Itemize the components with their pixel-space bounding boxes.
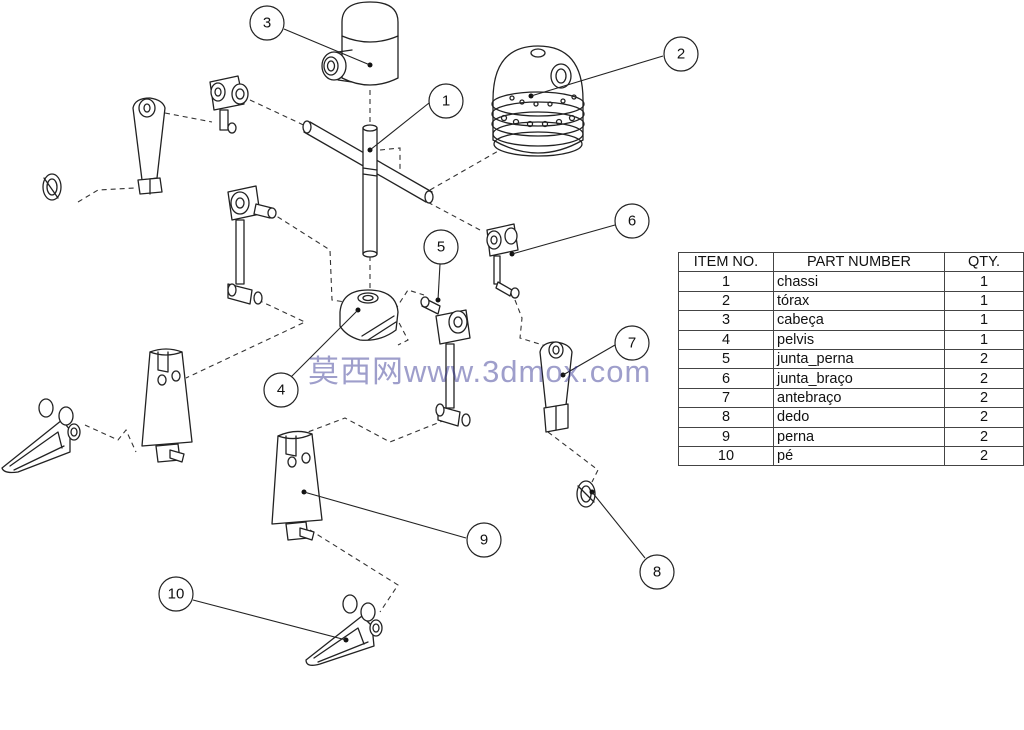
balloon-10-label: 10 — [168, 586, 185, 603]
part-pelvis — [339, 289, 399, 341]
part-forearm-right — [539, 341, 573, 433]
bom-item-no: 3 — [678, 310, 774, 331]
bom-item-no: 9 — [678, 426, 774, 447]
part-torax — [491, 45, 585, 157]
bom-qty: 1 — [944, 290, 1024, 312]
bom-qty: 2 — [944, 387, 1024, 409]
balloon-5-label: 5 — [437, 239, 445, 256]
bom-item-no: 2 — [678, 290, 774, 312]
part-arm-joint-right — [486, 223, 520, 299]
part-leg-left — [141, 348, 193, 463]
balloon-2-label: 2 — [677, 46, 685, 63]
bom-item-no: 5 — [678, 348, 774, 370]
bom-header-qty: QTY. — [944, 251, 1024, 273]
bom-item-no: 7 — [678, 387, 774, 409]
bom-item-no: 10 — [678, 445, 774, 467]
balloon-10: 10 — [158, 576, 194, 612]
balloon-3: 3 — [249, 5, 285, 41]
bom-item-no: 8 — [678, 407, 774, 428]
part-foot-left — [1, 398, 81, 474]
part-finger-left — [42, 173, 62, 201]
balloon-7: 7 — [614, 325, 650, 361]
bom-part-number: junta_perna — [773, 348, 945, 370]
part-forearm-left — [132, 97, 166, 195]
bom-qty: 2 — [944, 426, 1024, 447]
balloon-3-label: 3 — [263, 15, 271, 32]
bom-part-number: pelvis — [773, 329, 945, 350]
balloon-8: 8 — [639, 554, 675, 590]
part-foot-right — [305, 594, 383, 666]
bom-item-no: 1 — [678, 271, 774, 292]
part-leg-right — [271, 430, 323, 541]
balloon-9-label: 9 — [480, 532, 488, 549]
bom-qty: 2 — [944, 368, 1024, 389]
part-chassis — [302, 120, 434, 258]
bom-qty: 1 — [944, 271, 1024, 292]
balloon-9: 9 — [466, 522, 502, 558]
assembly-paths — [77, 90, 599, 613]
bom-part-number: pé — [773, 445, 945, 467]
part-leg-joint-right — [420, 296, 471, 427]
bom-part-number: tórax — [773, 290, 945, 312]
balloon-2: 2 — [663, 36, 699, 72]
bom-part-number: dedo — [773, 407, 945, 428]
part-leg-joint-left — [227, 185, 277, 305]
balloon-7-label: 7 — [628, 335, 636, 352]
bom-part-number: chassi — [773, 271, 945, 292]
bom-item-no: 6 — [678, 368, 774, 389]
balloon-1: 1 — [428, 83, 464, 119]
part-head — [321, 1, 399, 86]
bom-qty: 2 — [944, 445, 1024, 467]
bom-qty: 1 — [944, 310, 1024, 331]
balloon-8-label: 8 — [653, 564, 661, 581]
balloon-4: 4 — [263, 372, 299, 408]
bom-item-no: 4 — [678, 329, 774, 350]
watermark-text: 莫西网www.3dmox.com — [308, 354, 652, 389]
bom-part-number: cabeça — [773, 310, 945, 331]
balloon-5: 5 — [423, 229, 459, 265]
bom-part-number: antebraço — [773, 387, 945, 409]
bom-header-part-number: PART NUMBER — [773, 251, 945, 273]
balloon-1-label: 1 — [442, 93, 450, 110]
part-arm-joint-left — [209, 75, 249, 134]
bom-part-number: perna — [773, 426, 945, 447]
balloon-4-label: 4 — [277, 382, 285, 399]
bom-qty: 1 — [944, 329, 1024, 350]
leader-lines — [192, 28, 664, 641]
bom-header-item-no: ITEM NO. — [678, 251, 774, 273]
bom-qty: 2 — [944, 348, 1024, 370]
part-finger-right — [576, 480, 596, 508]
balloon-6-label: 6 — [628, 213, 636, 230]
balloon-6: 6 — [614, 203, 650, 239]
bom-qty: 2 — [944, 407, 1024, 428]
bom-header-row: ITEM NO. PART NUMBER QTY. — [678, 251, 1024, 273]
bom-part-number: junta_braço — [773, 368, 945, 389]
